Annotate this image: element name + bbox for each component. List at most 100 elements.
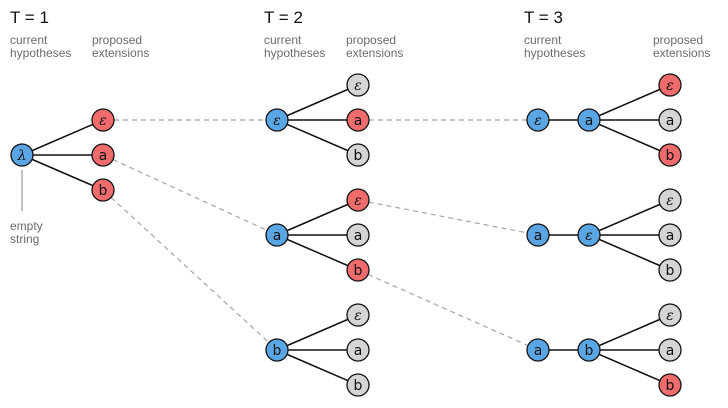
extension-node-b-label: b bbox=[99, 183, 108, 199]
extension-node-b-circle bbox=[346, 143, 370, 167]
extension-node-b: b bbox=[658, 143, 682, 167]
extension-node-a: a bbox=[658, 223, 682, 247]
extension-edge bbox=[21, 119, 104, 156]
extension-node-epsilon-label: ε bbox=[354, 308, 362, 324]
hypothesis-node-circle bbox=[577, 223, 601, 247]
hypothesis-node-label: b bbox=[273, 343, 282, 359]
extension-edge bbox=[588, 199, 671, 236]
extension-node-a-label: a bbox=[354, 113, 363, 129]
extension-node-epsilon-label: ε bbox=[354, 193, 362, 209]
extension-node-a-label: a bbox=[666, 113, 675, 129]
extension-node-a-circle bbox=[658, 108, 682, 132]
extension-node-b-label: b bbox=[666, 148, 675, 164]
extension-node-epsilon: ε bbox=[658, 73, 682, 97]
extension-edge bbox=[588, 234, 671, 271]
hypothesis-node-circle bbox=[265, 223, 289, 247]
extension-node-a: a bbox=[346, 223, 370, 247]
selection-link bbox=[367, 273, 529, 347]
extension-node-epsilon-label: ε bbox=[354, 78, 362, 94]
dashed-links bbox=[21, 119, 529, 347]
hypothesis-node-circle bbox=[265, 108, 289, 132]
extension-node-epsilon: ε bbox=[91, 108, 115, 132]
selection-link bbox=[368, 201, 528, 234]
extension-node-a-label: a bbox=[99, 148, 108, 164]
hypothesis-node-label: λ bbox=[17, 148, 27, 164]
extension-node-a-circle bbox=[346, 108, 370, 132]
hypothesis-node: a bbox=[265, 223, 289, 247]
column-title-t1: T = 1 bbox=[10, 8, 49, 27]
proposed-extensions-label-t2: proposed extensions bbox=[346, 33, 404, 60]
extension-edge bbox=[276, 119, 359, 156]
extension-node-epsilon-circle bbox=[658, 303, 682, 327]
extension-node-a-circle bbox=[346, 223, 370, 247]
extension-node-epsilon: ε bbox=[658, 188, 682, 212]
extension-node-a-label: a bbox=[354, 343, 363, 359]
extension-edge bbox=[276, 349, 359, 386]
extension-node-epsilon-circle bbox=[346, 73, 370, 97]
extension-edge bbox=[588, 314, 671, 351]
hypothesis-node-circle bbox=[526, 338, 550, 362]
extension-node-b-circle bbox=[91, 178, 115, 202]
extension-node-epsilon-label: ε bbox=[99, 113, 107, 129]
hypothesis-node-label: a bbox=[534, 228, 543, 244]
extension-node-epsilon-circle bbox=[346, 188, 370, 212]
extension-edge bbox=[21, 154, 104, 191]
extension-node-a-label: a bbox=[666, 228, 675, 244]
extension-node-a-label: a bbox=[354, 228, 363, 244]
column-title-t3: T = 3 bbox=[524, 8, 563, 27]
extension-edge bbox=[588, 349, 671, 386]
extension-edge bbox=[588, 119, 671, 156]
extension-node-b: b bbox=[346, 258, 370, 282]
hypothesis-node-label: ε bbox=[534, 113, 542, 129]
extension-node-epsilon-label: ε bbox=[666, 308, 674, 324]
extension-node-b-label: b bbox=[354, 148, 363, 164]
proposed-extensions-label-t1: proposed extensions bbox=[92, 33, 150, 60]
hypothesis-node: a bbox=[526, 338, 550, 362]
extension-node-epsilon: ε bbox=[346, 188, 370, 212]
extension-node-b-label: b bbox=[666, 263, 675, 279]
extension-node-epsilon-label: ε bbox=[666, 193, 674, 209]
current-hypotheses-label-t3: current hypotheses bbox=[524, 33, 586, 60]
extension-node-a-circle bbox=[346, 338, 370, 362]
extension-node-b: b bbox=[658, 258, 682, 282]
extension-node-a-circle bbox=[91, 143, 115, 167]
extension-node-b-label: b bbox=[666, 378, 675, 394]
hypothesis-node: a bbox=[526, 223, 550, 247]
extension-node-a: a bbox=[658, 108, 682, 132]
extension-node-a-circle bbox=[658, 338, 682, 362]
extension-node-a: a bbox=[346, 338, 370, 362]
extension-node-b-label: b bbox=[354, 378, 363, 394]
hypothesis-node-circle bbox=[577, 108, 601, 132]
hypothesis-node: ε bbox=[526, 108, 550, 132]
extension-node-epsilon: ε bbox=[346, 73, 370, 97]
hypothesis-node-circle bbox=[526, 223, 550, 247]
hypothesis-node-circle bbox=[265, 338, 289, 362]
extension-node-epsilon-label: ε bbox=[666, 78, 674, 94]
extension-node-a-label: a bbox=[666, 343, 675, 359]
hypothesis-node: b bbox=[265, 338, 289, 362]
empty-string-callout: empty string bbox=[10, 219, 43, 246]
extension-node-b-circle bbox=[658, 258, 682, 282]
extension-node-b: b bbox=[91, 178, 115, 202]
extension-edge bbox=[588, 84, 671, 121]
tree-edges bbox=[21, 84, 671, 386]
extension-edge bbox=[276, 199, 359, 236]
extension-node-epsilon: ε bbox=[658, 303, 682, 327]
selection-link bbox=[110, 197, 270, 343]
hypothesis-node: b bbox=[577, 338, 601, 362]
extension-edge bbox=[276, 84, 359, 121]
extension-node-b-label: b bbox=[354, 263, 363, 279]
extension-node-b: b bbox=[346, 373, 370, 397]
extension-node-b-circle bbox=[346, 258, 370, 282]
extension-node-b-circle bbox=[346, 373, 370, 397]
hypothesis-node-circle bbox=[526, 108, 550, 132]
hypothesis-node: λ bbox=[10, 143, 34, 167]
extension-edge bbox=[276, 234, 359, 271]
hypothesis-node-label: a bbox=[585, 113, 594, 129]
proposed-extensions-label-t3: proposed extensions bbox=[653, 33, 711, 60]
hypothesis-node-label: ε bbox=[273, 113, 281, 129]
extension-node-b-circle bbox=[658, 143, 682, 167]
extension-node-b: b bbox=[658, 373, 682, 397]
